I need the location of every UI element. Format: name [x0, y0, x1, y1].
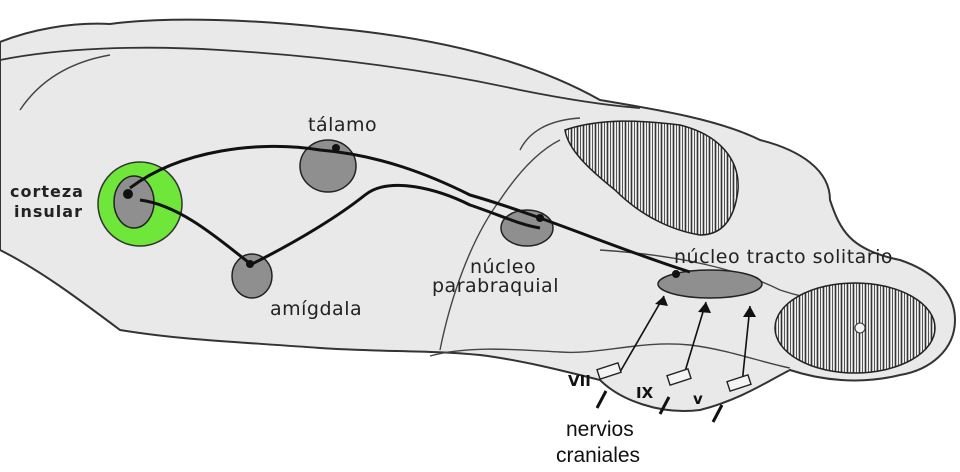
tracto-solitario-dot [672, 270, 680, 278]
slash-mark [713, 405, 722, 422]
talamo-label: tálamo [308, 114, 377, 136]
amigdala-label: amígdala [270, 298, 362, 320]
nucleo-tracto-solitario-label: núcleo tracto solitario [674, 246, 893, 268]
caption-line-1: nervios [566, 418, 634, 442]
nerve-v-label: v [693, 390, 703, 408]
slash-mark [597, 391, 606, 408]
insular-dot [123, 189, 133, 199]
parabraquial-nucleus [501, 210, 553, 246]
brainstem-center-mark [855, 323, 865, 333]
talamo-dot [332, 144, 340, 152]
insular-label: insular [14, 202, 83, 221]
corteza-label: corteza [10, 182, 84, 201]
amigdala-dot [246, 260, 254, 268]
nerve-vii-label: VII [568, 372, 591, 390]
parabraquial-label: parabraquial [432, 275, 559, 297]
caption-line-2: craniales [556, 444, 640, 468]
nerve-ix-label: IX [636, 384, 653, 402]
parabraquial-dot [536, 214, 544, 222]
